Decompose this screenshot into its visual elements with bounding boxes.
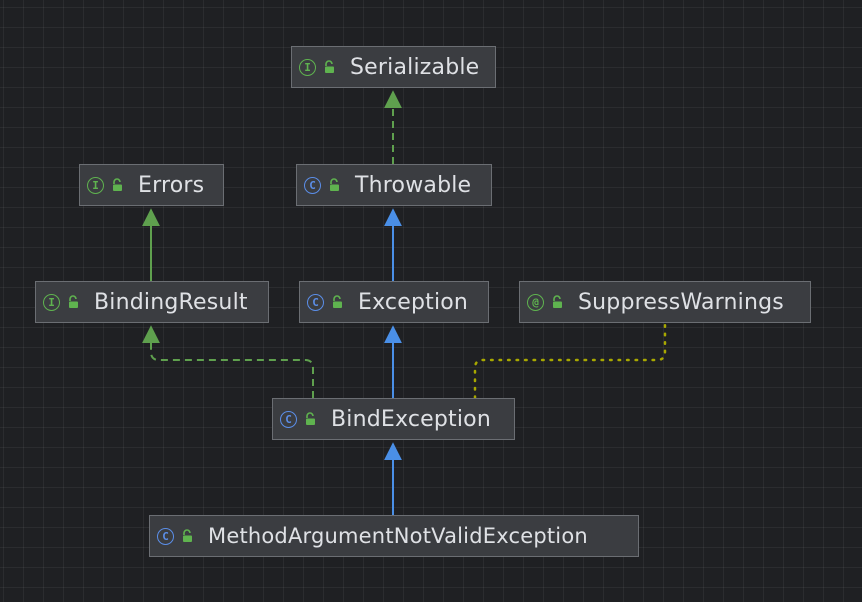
interface-icon: I — [87, 176, 104, 194]
class-icon: C — [304, 176, 321, 194]
node-serializable[interactable]: I Serializable — [291, 46, 496, 88]
node-label: BindingResult — [94, 289, 248, 315]
node-label: BindException — [331, 406, 491, 432]
node-label: Serializable — [350, 54, 480, 80]
unlocked-icon — [306, 412, 315, 425]
node-errors[interactable]: I Errors — [79, 164, 224, 206]
interface-icon: I — [299, 58, 316, 76]
unlocked-icon — [69, 295, 78, 308]
unlocked-icon — [333, 295, 342, 308]
edge-bindexception-suppresswarnings — [473, 321, 667, 400]
node-label: SuppressWarnings — [578, 289, 784, 315]
node-throwable[interactable]: C Throwable — [296, 164, 492, 206]
node-method-argument-not-valid-exception[interactable]: C MethodArgumentNotValidException — [149, 515, 639, 557]
node-bind-exception[interactable]: C BindException — [272, 398, 515, 440]
class-icon: C — [157, 527, 174, 545]
unlocked-icon — [553, 295, 562, 308]
unlocked-icon — [113, 178, 122, 191]
node-exception[interactable]: C Exception — [299, 281, 489, 323]
unlocked-icon — [325, 60, 334, 73]
edge-bindexception-bindingresult — [142, 325, 314, 398]
interface-icon: I — [43, 293, 60, 311]
node-label: Exception — [358, 289, 469, 315]
unlocked-icon — [183, 529, 192, 542]
node-label: Errors — [138, 172, 205, 198]
class-icon: C — [307, 293, 324, 311]
class-icon: C — [280, 410, 297, 428]
annotation-icon: @ — [527, 293, 544, 311]
node-binding-result[interactable]: I BindingResult — [35, 281, 269, 323]
node-label: MethodArgumentNotValidException — [208, 524, 588, 548]
unlocked-icon — [330, 178, 339, 191]
node-label: Throwable — [355, 172, 472, 198]
node-suppress-warnings[interactable]: @ SuppressWarnings — [519, 281, 811, 323]
